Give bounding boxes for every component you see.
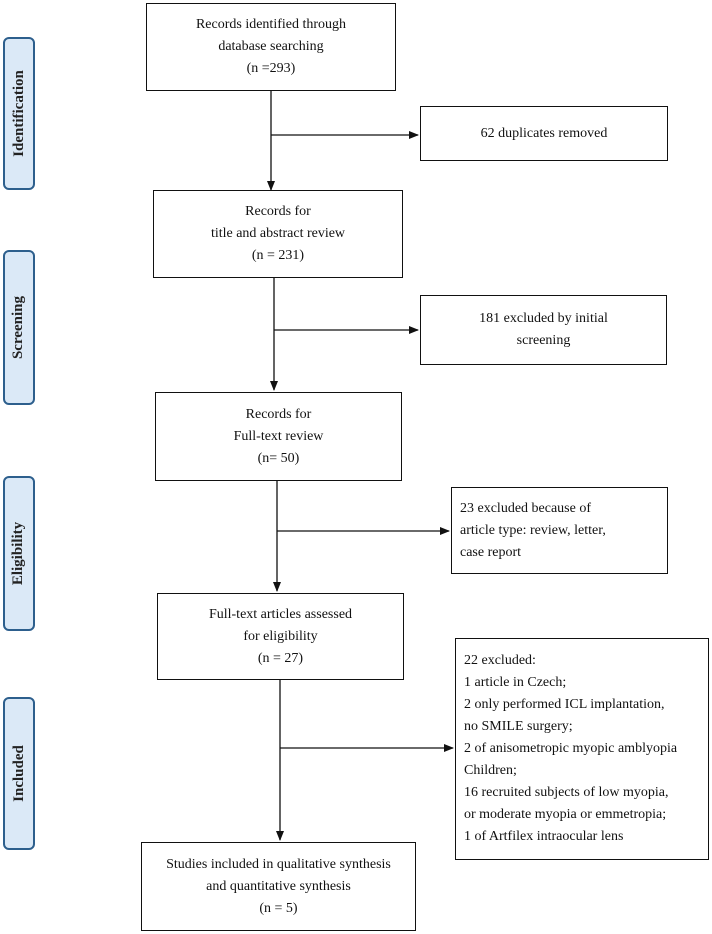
box-text: Children; [464, 763, 517, 778]
box-text: 1 article in Czech; [464, 675, 567, 690]
box-count: (n = 27) [257, 650, 304, 666]
phase-label: Screening [10, 295, 27, 360]
box-text: 181 excluded by initial [479, 311, 608, 326]
box-text: Full-text articles assessed [208, 606, 353, 622]
box-text: screening [516, 333, 571, 348]
box-text: 16 recruited subjects of low myopia, [464, 785, 669, 800]
phase-screening: Screening [3, 250, 35, 405]
box-text: 22 excluded: [464, 653, 536, 668]
box-records-identified: Records identified through database sear… [146, 3, 396, 91]
box-text: 62 duplicates removed [480, 125, 608, 141]
box-text: 2 only performed ICL implantation, [464, 697, 665, 712]
box-text: Records for [245, 406, 312, 422]
box-studies-included: Studies included in qualitative synthesi… [141, 842, 416, 931]
box-text: 1 of Artfilex intraocular lens [464, 829, 624, 844]
box-text: article type: review, letter, [460, 522, 606, 538]
box-text: Records for [245, 204, 311, 219]
box-count: (n = 5) [259, 900, 298, 916]
box-text: and quantitative synthesis [206, 878, 351, 894]
box-text: Studies included in qualitative synthesi… [166, 856, 391, 872]
box-title-abstract-review: Records for title and abstract review (n… [153, 190, 403, 278]
box-text: for eligibility [243, 628, 318, 644]
box-text: case report [460, 544, 522, 560]
box-final-exclusions: 22 excluded: 1 article in Czech; 2 only … [455, 638, 709, 860]
phase-label: Eligibility [10, 521, 27, 586]
box-excluded-article-type: 23 excluded because of article type: rev… [451, 487, 668, 574]
box-text: title and abstract review [210, 226, 346, 241]
box-text: database searching [218, 39, 324, 54]
box-duplicates-removed: 62 duplicates removed [420, 106, 668, 161]
phase-included: Included [3, 697, 35, 850]
box-full-text-review: Records for Full-text review (n= 50) [155, 392, 402, 481]
phase-eligibility: Eligibility [3, 476, 35, 631]
box-count: (n =293) [246, 61, 296, 76]
box-text: Full-text review [233, 428, 324, 444]
box-assessed-for-eligibility: Full-text articles assessed for eligibil… [157, 593, 404, 680]
box-count: (n = 231) [251, 248, 305, 263]
box-text: no SMILE surgery; [464, 719, 573, 734]
box-text: Records identified through [195, 17, 347, 32]
box-count: (n= 50) [257, 450, 300, 466]
box-excluded-initial-screening: 181 excluded by initial screening [420, 295, 667, 365]
phase-identification: Identification [3, 37, 35, 190]
box-text: or moderate myopia or emmetropia; [464, 807, 667, 822]
box-text: 23 excluded because of [460, 500, 591, 516]
box-text: 2 of anisometropic myopic amblyopia [464, 741, 678, 756]
phase-label: Identification [10, 70, 27, 157]
phase-label: Included [10, 745, 27, 802]
